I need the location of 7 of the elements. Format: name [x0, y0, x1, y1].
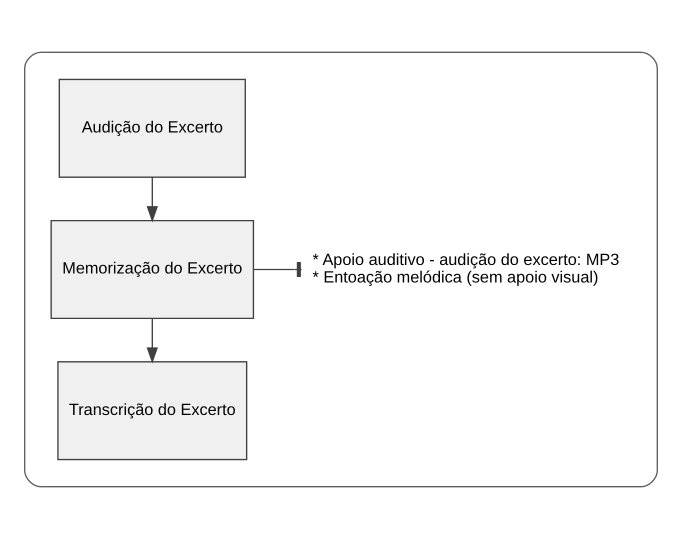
arrow: [146, 318, 158, 364]
node-text: * Apoio auditivo - audição do excerto: MP3 * Entoação melódica (sem apoio visual): [312, 250, 620, 286]
node-box: Memorização do Excerto: [50, 219, 254, 319]
arrow: [146, 176, 158, 222]
cluster: [24, 51, 658, 487]
node-box: Audição do Excerto: [58, 78, 246, 178]
node-box: Transcrição do Excerto: [57, 360, 248, 460]
